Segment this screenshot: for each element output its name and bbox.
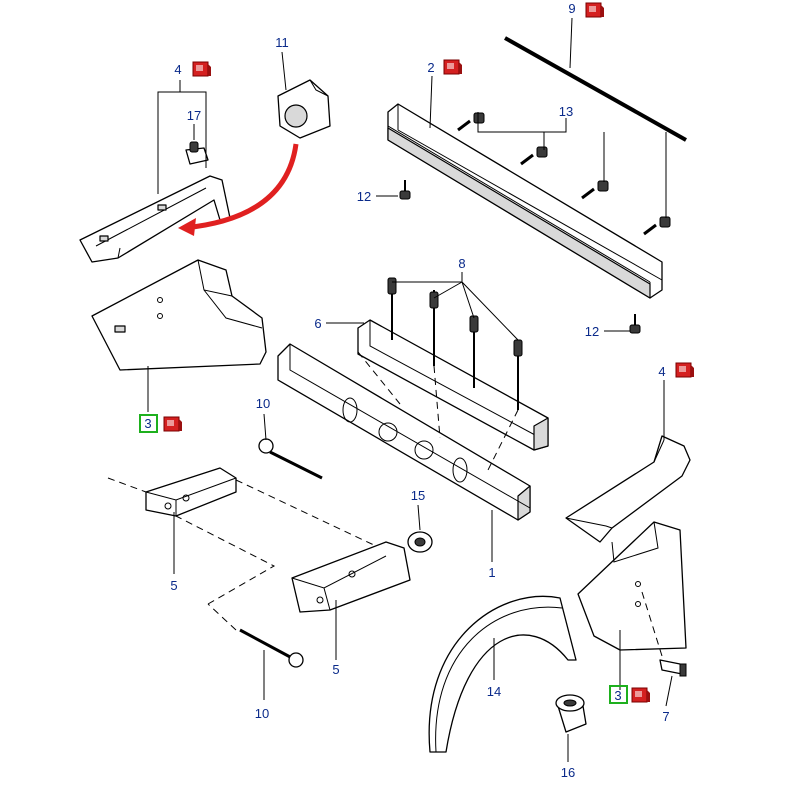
wheel-arch-part-14 [428, 595, 577, 753]
flag-icon [443, 59, 463, 75]
trim-part-4-left [79, 175, 231, 263]
bolt-part-10-top [258, 438, 323, 480]
bushing-part-16 [555, 694, 587, 733]
fastener-part-7 [641, 591, 687, 677]
direction-arrow-icon [178, 143, 299, 236]
callout-5-left[interactable]: 5 [170, 578, 177, 593]
studs-part-8 [387, 277, 523, 410]
mudguard-part-3-right [577, 521, 687, 651]
pin-part-17 [185, 141, 209, 165]
bolt-part-13-c [581, 180, 609, 200]
flag-icon [192, 61, 212, 77]
callout-17[interactable]: 17 [187, 108, 201, 123]
bushing-part-15 [407, 531, 433, 553]
mudguard-part-3-left [91, 259, 267, 371]
rail-part-2 [387, 103, 663, 299]
assembly-guide-lines [107, 477, 377, 631]
bolt-part-10-bottom [239, 628, 304, 668]
clip-part-11 [277, 79, 331, 139]
callout-8[interactable]: 8 [458, 256, 465, 271]
callout-6[interactable]: 6 [314, 316, 321, 331]
bolt-part-13-b [520, 146, 548, 166]
bracket-part-6 [357, 319, 549, 451]
callout-15[interactable]: 15 [411, 488, 425, 503]
flag-icon [631, 687, 651, 703]
screw-part-12-top [399, 180, 411, 200]
callout-3-right[interactable]: 3 [614, 688, 621, 703]
callout-9[interactable]: 9 [568, 1, 575, 16]
bracket-part-5-right [291, 541, 411, 613]
callout-13[interactable]: 13 [559, 104, 573, 119]
bolt-part-13-a [457, 112, 485, 132]
flag-icon [585, 2, 605, 18]
callout-11[interactable]: 11 [275, 35, 289, 50]
callout-10-bottom[interactable]: 10 [255, 706, 269, 721]
callout-10-top[interactable]: 10 [256, 396, 270, 411]
trim-part-4-right [565, 435, 691, 543]
bolt-part-13-d [643, 216, 671, 236]
flag-icon [675, 362, 695, 378]
callout-7[interactable]: 7 [662, 709, 669, 724]
screw-part-12-bottom [629, 314, 641, 334]
callout-5-right[interactable]: 5 [332, 662, 339, 677]
crossmember-part-1 [277, 343, 531, 521]
callout-4-left[interactable]: 4 [174, 62, 181, 77]
callout-12-top[interactable]: 12 [357, 189, 371, 204]
highlight-box [609, 685, 628, 704]
body-strip-part-9 [504, 36, 687, 142]
callout-16[interactable]: 16 [561, 765, 575, 780]
callout-4-right[interactable]: 4 [658, 364, 665, 379]
leader-lines [147, 17, 673, 762]
callout-12-bottom[interactable]: 12 [585, 324, 599, 339]
callout-3-left[interactable]: 3 [144, 416, 151, 431]
flag-icon [163, 416, 183, 432]
highlight-box [139, 414, 158, 433]
callout-1[interactable]: 1 [488, 565, 495, 580]
bracket-part-5-left [145, 467, 237, 517]
callout-2[interactable]: 2 [427, 60, 434, 75]
callout-14[interactable]: 14 [487, 684, 501, 699]
